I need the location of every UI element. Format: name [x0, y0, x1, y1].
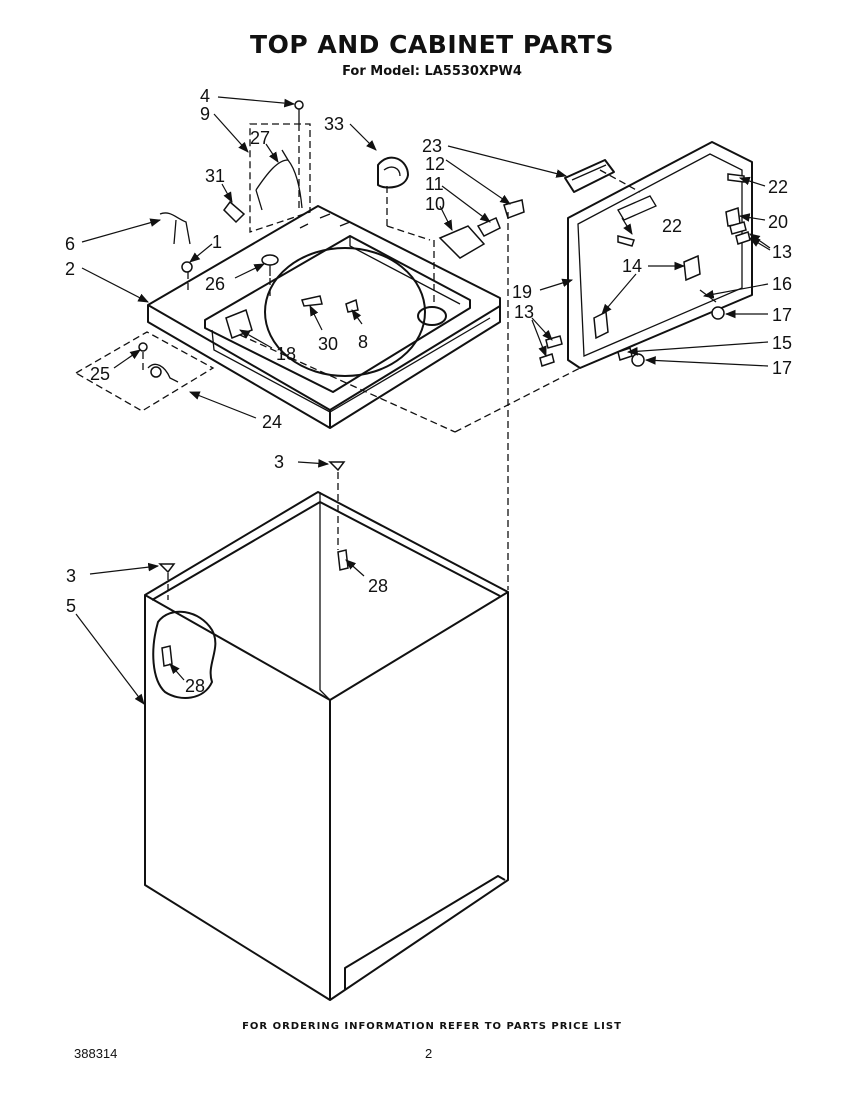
callout-4: 4	[200, 86, 210, 106]
callout-22-upper: 22	[768, 177, 788, 197]
callout-5: 5	[66, 596, 76, 616]
page-title: TOP AND CABINET PARTS	[250, 30, 614, 59]
callout-22-lower: 22	[662, 216, 682, 236]
cabinet	[144, 491, 509, 1001]
callout-25: 25	[90, 364, 110, 384]
callout-19: 19	[512, 282, 532, 302]
callout-13-right: 13	[772, 242, 792, 262]
callout-15: 15	[772, 333, 792, 353]
callout-11: 11	[425, 174, 444, 194]
callout-12: 12	[425, 154, 445, 174]
callout-17-lower: 17	[772, 358, 792, 378]
model-subtitle: For Model: LA5530XPW4	[342, 64, 522, 79]
callout-20: 20	[768, 212, 788, 232]
callout-2: 2	[65, 259, 75, 279]
callout-30: 30	[318, 334, 338, 354]
callout-1: 1	[212, 232, 222, 252]
ordering-note: FOR ORDERING INFORMATION REFER TO PARTS …	[242, 1021, 622, 1032]
callout-31: 31	[205, 166, 225, 186]
washer-top	[147, 205, 501, 429]
callout-14: 14	[622, 256, 642, 276]
leader-arrows	[75, 96, 771, 705]
callout-9: 9	[200, 104, 210, 124]
callout-6: 6	[65, 234, 75, 254]
page-number: 2	[425, 1046, 433, 1061]
callout-16: 16	[772, 274, 792, 294]
callout-17-upper: 17	[772, 305, 792, 325]
assembly-lines	[74, 123, 641, 600]
callout-3-lower: 3	[66, 566, 76, 586]
small-parts	[138, 100, 751, 667]
callout-23: 23	[422, 136, 442, 156]
callout-33: 33	[324, 114, 344, 134]
callout-8: 8	[358, 332, 368, 352]
callout-3-upper: 3	[274, 452, 284, 472]
callout-13-left: 13	[514, 302, 534, 322]
lid	[564, 141, 753, 369]
document-number: 388314	[74, 1046, 118, 1061]
callout-10: 10	[425, 194, 445, 214]
callout-labels: 4 9 27 31 6 1 2 26 33 23 12 11 10 22 22 …	[65, 86, 792, 696]
callout-28-upper: 28	[368, 576, 388, 596]
callout-27: 27	[250, 128, 270, 148]
callout-26: 26	[205, 274, 225, 294]
callout-24: 24	[262, 412, 282, 432]
callout-18: 18	[276, 344, 296, 364]
callout-28-lower: 28	[185, 676, 205, 696]
